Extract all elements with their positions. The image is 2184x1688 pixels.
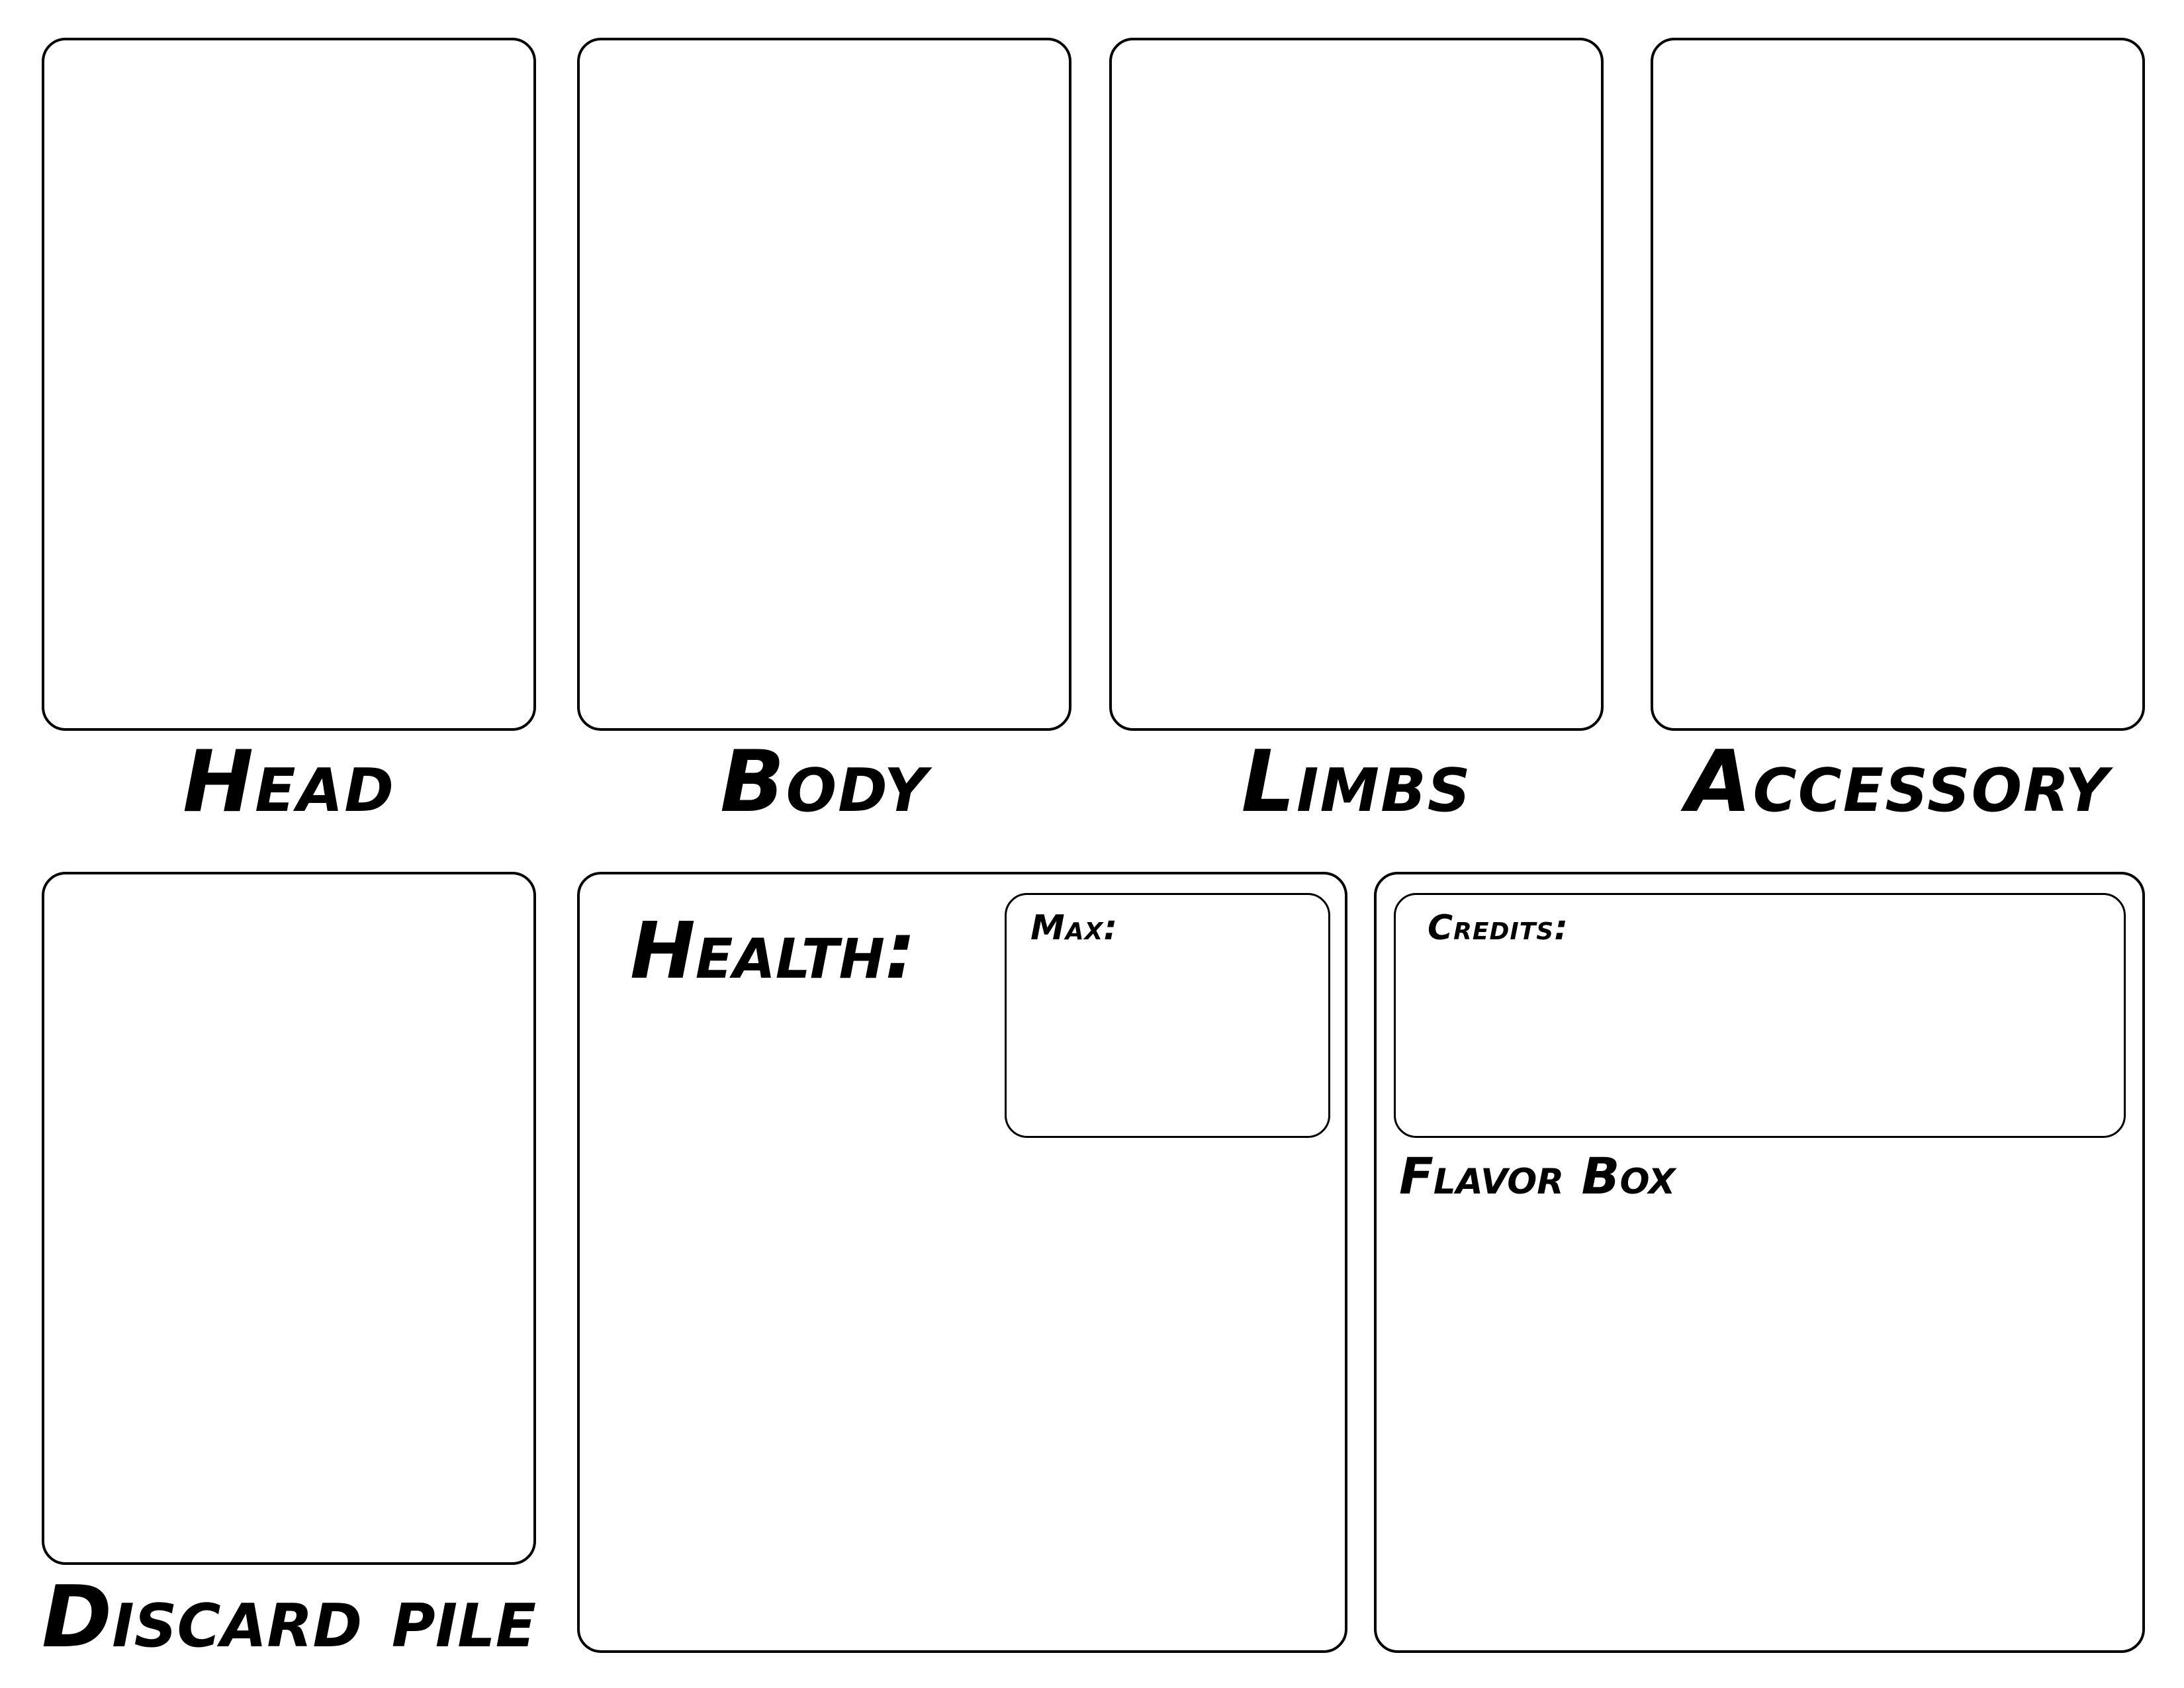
health-title: Health: (630, 905, 917, 996)
body-card-slot[interactable] (577, 38, 1071, 731)
discard-pile-label: Discard pile (41, 1568, 537, 1667)
limbs-card-slot[interactable] (1109, 38, 1604, 731)
flavor-box-label: Flavor Box (1399, 1147, 1676, 1205)
credits-flavor-panel[interactable]: Credits: Flavor Box (1374, 872, 2145, 1653)
health-panel[interactable]: Health: Max: (577, 872, 1347, 1653)
accessory-slot-label: Accessory (1686, 733, 2110, 831)
accessory-card-slot[interactable] (1651, 38, 2145, 731)
max-health-label: Max: (1030, 908, 1118, 948)
credits-label: Credits: (1428, 908, 1569, 948)
head-slot-label: Head (183, 733, 395, 831)
credits-box[interactable]: Credits: (1394, 893, 2126, 1138)
max-health-box[interactable]: Max: (1005, 893, 1330, 1138)
head-card-slot[interactable] (42, 38, 536, 731)
body-slot-label: Body (720, 733, 929, 831)
limbs-slot-label: Limbs (1241, 733, 1472, 831)
discard-pile-slot[interactable] (42, 872, 536, 1565)
